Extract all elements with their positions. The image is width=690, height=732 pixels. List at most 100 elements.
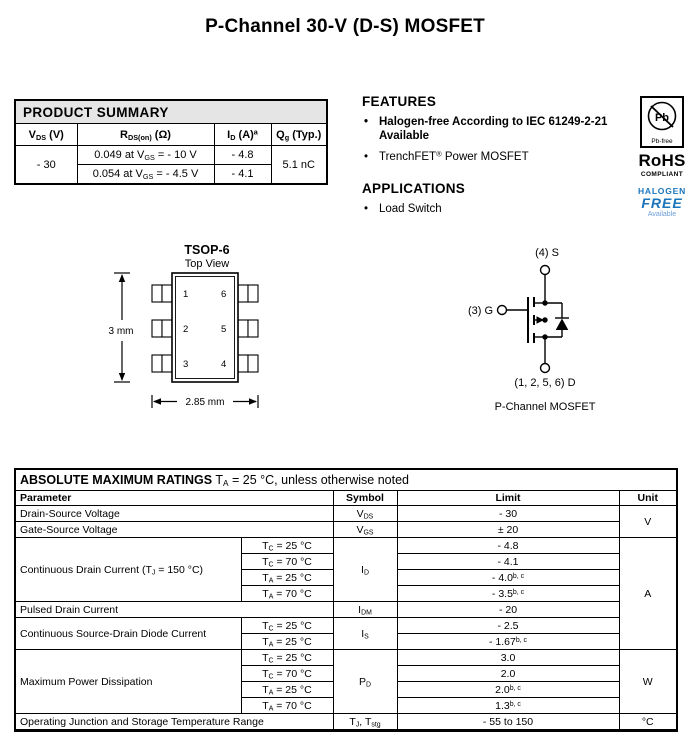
col-header-symbol: Symbol [332,490,398,506]
feature-item-text: TrenchFET® Power MOSFET [379,149,529,163]
col-header-rdson: RDS(on) (Ω) [76,123,215,146]
symbol-cell: TJ, Tstg [332,713,398,731]
bullet-icon: • [364,151,369,163]
symbol-cell: PD [332,649,398,714]
qg-value-cell: 5.1 nC [270,145,328,185]
gate-label: (3) G [468,305,493,317]
symbol-cell: IS [332,617,398,650]
col-header-parameter: Parameter [14,490,334,506]
pin-number: 4 [221,359,226,370]
bullet-icon: • [364,116,369,128]
package-name: TSOP-6 [184,243,229,257]
features-section: FEATURES • Halogen-free According to IEC… [362,94,638,223]
pb-free-icon: Pb Pb-free [640,96,684,148]
condition-cell: TA = 70 °C [240,697,334,714]
arrow-down-icon [118,373,126,381]
body-arrow-icon [536,316,544,324]
rohs-compliant-label: COMPLIANT [640,171,684,178]
condition-cell: TC = 70 °C [240,553,334,570]
limit-cell: - 1.67b, c [396,633,620,650]
parameter-cell: Operating Junction and Storage Temperatu… [14,713,334,731]
package-drawing: TSOP-6 Top View 1 2 3 6 5 4 3 mm [109,243,259,408]
limit-cell: - 4.0b, c [396,569,620,586]
limit-cell: - 4.1 [396,553,620,570]
pin-number: 5 [221,324,226,335]
package-view-label: Top View [185,258,229,270]
arrow-up-icon [118,274,126,282]
available-label: Available [647,211,677,218]
limit-cell: - 2.5 [396,617,620,634]
unit-cell: W [618,649,678,714]
drain-label: (1, 2, 5, 6) D [514,377,575,389]
limit-cell: - 55 to 150 [396,713,620,731]
product-summary-heading: PRODUCT SUMMARY [14,99,328,124]
limit-cell: - 20 [396,601,620,618]
col-header-qg: Qg (Typ.) [270,123,328,146]
body-diode-branch [545,302,569,338]
mosfet-symbol: (4) S (3) G (1, 2, 5, 6) D P-Channel MOS… [468,247,596,413]
col-header-id: ID (A)a [213,123,272,146]
condition-cell: TC = 25 °C [240,649,334,666]
abs-max-ratings-table: ABSOLUTE MAXIMUM RATINGS TA = 25 °C, unl… [14,468,678,732]
limit-cell: - 3.5b, c [396,585,620,602]
condition-cell: TC = 25 °C [240,617,334,634]
feature-item-text: Halogen-free According to IEC 61249-2-21… [379,116,608,142]
parameter-cell: Gate-Source Voltage [14,521,334,538]
junction-dot [542,317,548,323]
pin-number: 6 [221,289,226,300]
pin-number: 3 [183,359,188,370]
condition-cell: TA = 25 °C [240,569,334,586]
unit-cell: A [618,537,678,650]
product-summary-table: PRODUCT SUMMARY VDS (V) RDS(on) (Ω) ID (… [14,99,328,185]
pin-number: 2 [183,324,188,335]
rdson-cell: 0.054 at VGS = - 4.5 V [76,164,215,185]
unit-cell: °C [618,713,678,731]
amr-title: ABSOLUTE MAXIMUM RATINGS TA = 25 °C, unl… [14,468,678,491]
limit-cell: ± 20 [396,521,620,538]
pin-number: 1 [183,289,188,300]
symbol-cell: VDS [332,505,398,522]
height-dimension-label: 3 mm [109,326,134,337]
drain-terminal [539,362,551,374]
application-item-text: Load Switch [379,203,442,215]
diode-icon [555,318,569,330]
limit-cell: 2.0b, c [396,681,620,698]
halogen-free-label: FREE [641,195,683,211]
symbol-cell: IDM [332,601,398,618]
limit-cell: 1.3b, c [396,697,620,714]
applications-heading: APPLICATIONS [362,181,466,196]
rohs-label: RoHS [638,151,686,170]
limit-cell: 3.0 [396,649,620,666]
symbol-cell: VGS [332,521,398,538]
limit-cell: - 4.8 [396,537,620,554]
condition-cell: TA = 25 °C [240,681,334,698]
col-header-limit: Limit [396,490,620,506]
id-cell: - 4.8 [213,145,272,165]
col-header-unit: Unit [618,490,678,506]
vds-value-cell: - 30 [14,145,78,185]
gate-terminal [496,304,508,316]
source-label: (4) S [535,247,559,259]
arrow-right-icon [249,398,257,405]
parameter-cell: Continuous Drain Current (TJ = 150 °C) [14,537,242,602]
application-item: • Load Switch [364,202,638,216]
package-body [171,272,239,383]
limit-cell: 2.0 [396,665,620,682]
arrow-left-icon [153,398,161,405]
condition-cell: TC = 70 °C [240,665,334,682]
compliance-badges: Pb Pb-free RoHS COMPLIANT HALOGEN FREE A… [634,96,690,218]
source-terminal [539,264,551,276]
width-dimension-label: 2.85 mm [186,397,225,408]
pin-numbers: 1 2 3 6 5 4 [183,289,226,370]
condition-cell: TA = 25 °C [240,633,334,650]
rdson-cell: 0.049 at VGS = - 10 V [76,145,215,165]
unit-cell: V [618,505,678,538]
col-header-vds: VDS (V) [14,123,78,146]
parameter-cell: Continuous Source-Drain Diode Current [14,617,242,650]
features-heading: FEATURES [362,94,437,109]
bullet-icon: • [364,203,369,215]
id-cell: - 4.1 [213,164,272,185]
halogen-label: HALOGEN [637,186,687,196]
symbol-cell: ID [332,537,398,602]
mosfet-caption: P-Channel MOSFET [495,401,596,413]
